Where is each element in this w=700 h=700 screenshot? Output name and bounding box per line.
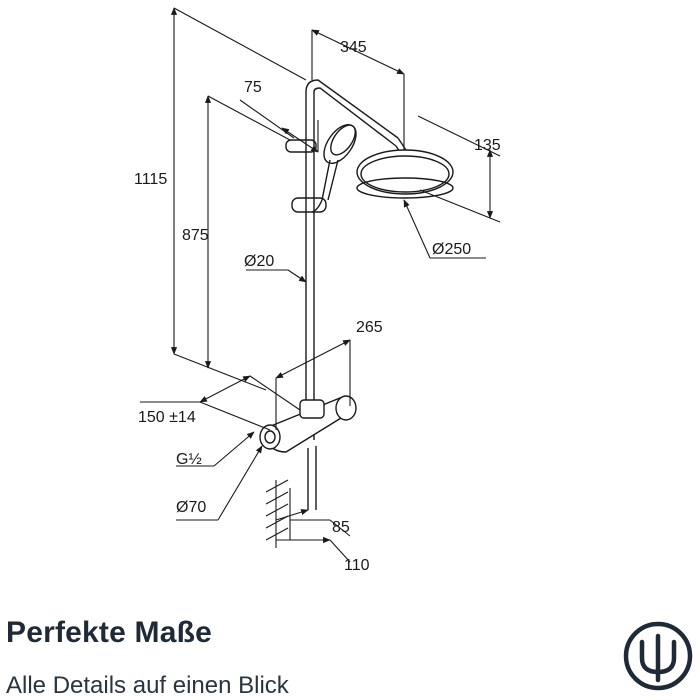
dim-1115: 1115: [134, 171, 167, 188]
dimension-labels: 345 75 135 1115 875 Ø20 Ø250 265 150 ±14…: [134, 39, 501, 574]
hand-shower-bracket: [285, 139, 317, 153]
slider: [291, 197, 327, 213]
dim-875: 875: [182, 227, 209, 244]
dim-d70: Ø70: [176, 499, 206, 516]
dim-d20: Ø20: [244, 253, 274, 270]
dim-d250: Ø250: [432, 241, 471, 258]
shower-arm: [305, 79, 399, 147]
footer-title: Perfekte Maße: [6, 616, 213, 649]
shower-drawing-svg: 345 75 135 1115 875 Ø20 Ø250 265 150 ±14…: [134, 7, 501, 574]
dim-345: 345: [340, 39, 367, 56]
footer-subtitle: Alle Details auf einen Blick: [6, 672, 289, 699]
dim-135: 135: [474, 137, 501, 154]
dim-75: 75: [244, 79, 262, 96]
dim-85: 85: [332, 519, 350, 536]
dimension-lines: [140, 7, 501, 563]
dim-110: 110: [344, 557, 370, 574]
dim-g-half: G½: [176, 451, 202, 468]
shower-assembly: [259, 79, 454, 510]
hand-shower: [311, 124, 357, 213]
thermostat-mixer: [259, 395, 357, 453]
overhead-shower: [356, 149, 454, 199]
dim-150: 150 ±14: [138, 409, 196, 426]
dim-265: 265: [356, 319, 383, 336]
brand-logo-icon: [623, 621, 693, 691]
